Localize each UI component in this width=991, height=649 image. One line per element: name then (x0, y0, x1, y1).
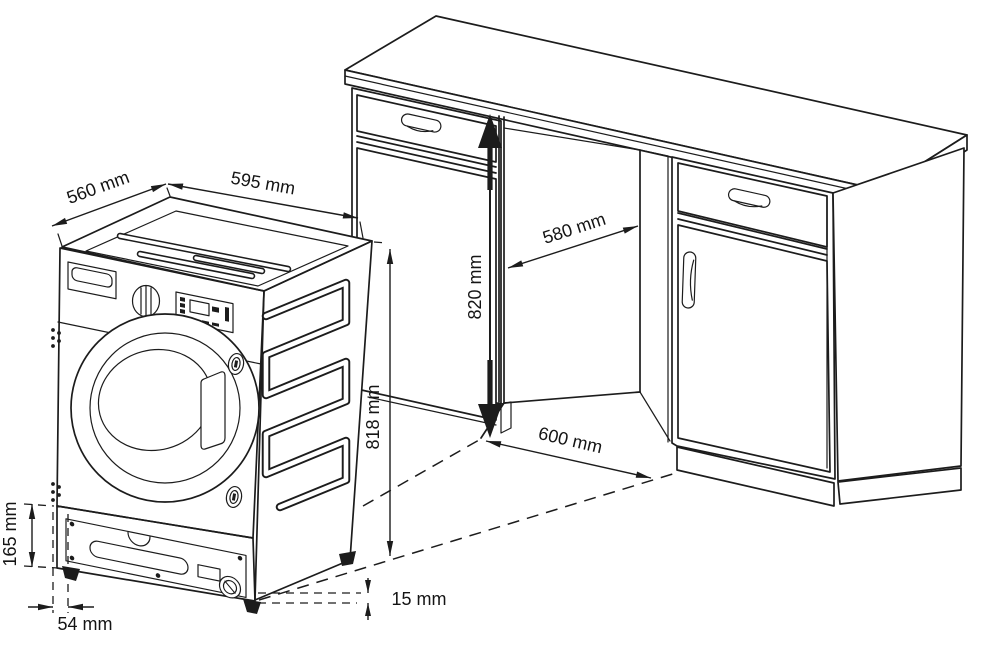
right-cabinet-door (677, 224, 831, 473)
service-slot (89, 540, 189, 575)
right-door-handle (681, 251, 697, 309)
washer-side-serpentine-inner (263, 280, 349, 510)
niche-right-wall-bottom (639, 391, 671, 442)
arrow-icon (52, 217, 68, 226)
right-cabinet-plinth-side (837, 467, 962, 505)
dim-label-niche-width: 600 mm (536, 423, 604, 457)
detergent-drawer (67, 261, 117, 300)
dim-label-feet-adjustment: 15 mm (391, 589, 446, 609)
left-drawer-handle (400, 113, 442, 133)
arrow-icon (28, 552, 36, 567)
niche (480, 115, 671, 442)
left-cabinet-gap-line-1 (356, 135, 497, 168)
hinge-screws-top (51, 328, 61, 348)
thick-down-arrow-icon (478, 404, 502, 438)
niche-right-wall-top (639, 149, 669, 157)
left-cabinet-gap-line-2 (356, 141, 497, 174)
display (189, 299, 210, 317)
arrow-icon (365, 603, 371, 616)
countertop-nose-line (344, 75, 881, 197)
dim-label-appliance-height: 818 mm (363, 384, 383, 449)
arrow-icon (635, 471, 651, 478)
dim-label-depth: 560 mm (64, 167, 132, 208)
washing-machine (51, 196, 373, 614)
hinge-screws-bottom (51, 482, 61, 502)
niche-floor-back-edge (503, 391, 641, 404)
washer-front (51, 247, 265, 539)
right-drawer-handle (727, 188, 771, 208)
dim-niche-height: 820 mm (465, 114, 502, 438)
left-cabinet (351, 87, 512, 434)
arrow-icon (486, 441, 502, 448)
kitchen-cabinet (344, 15, 968, 507)
arrow-icon (68, 603, 83, 611)
door-outer-ring (70, 313, 260, 503)
floor-guides (258, 439, 677, 601)
drain-pump-cap (218, 575, 242, 599)
dim-label-niche-height: 820 mm (465, 254, 485, 319)
door-inner-ring (89, 332, 241, 484)
dim-label-niche-depth: 580 mm (540, 209, 608, 248)
niche-top-back-edge (503, 127, 641, 151)
arrow-icon (622, 226, 638, 234)
dim-niche-width: 600 mm (485, 423, 652, 479)
dim-appliance-height: 818 mm (363, 241, 394, 556)
washer-top-grooves (116, 232, 292, 280)
dim-label-width: 595 mm (229, 168, 297, 199)
service-panel (65, 518, 247, 599)
arrow-icon (386, 249, 394, 264)
right-cabinet (667, 147, 965, 507)
dim-niche-depth: 580 mm (507, 209, 639, 269)
arrow-icon (365, 580, 371, 593)
washer-door (70, 313, 260, 503)
floor-dashed-line (258, 472, 677, 601)
dim-label-plinth-height: 165 mm (0, 501, 20, 566)
right-cabinet-plinth-front (676, 446, 835, 507)
dim-base-offset: 54 mm (28, 512, 113, 634)
dim-feet-adjustment: 15 mm (258, 578, 447, 620)
washer-top-lid (85, 210, 349, 287)
washer-base (56, 505, 356, 614)
right-cabinet-side-panel (832, 147, 965, 482)
door-catch-bottom (225, 485, 243, 509)
dim-plinth-height: 165 mm (0, 501, 59, 569)
program-knob (131, 284, 161, 318)
arrow-icon (342, 212, 358, 219)
door-grip (200, 371, 226, 450)
thick-up-arrow-icon (478, 114, 502, 148)
arrow-icon (386, 541, 394, 556)
dim-label-base-offset: 54 mm (57, 614, 112, 634)
foot-front-left (62, 566, 80, 581)
door-catch-top (227, 352, 245, 376)
niche-floor-dashed-line (362, 439, 480, 507)
arrow-icon (38, 603, 53, 611)
arrow-icon (28, 504, 36, 519)
arrow-icon (508, 260, 524, 268)
arrow-icon (168, 183, 184, 190)
foot-rear-right (339, 551, 356, 566)
right-cabinet-gap-line-1 (677, 212, 828, 250)
arrow-icon (150, 184, 166, 193)
service-notch (127, 531, 151, 547)
right-cabinet-gap-line-2 (677, 218, 828, 256)
foot-front-right (243, 599, 261, 614)
